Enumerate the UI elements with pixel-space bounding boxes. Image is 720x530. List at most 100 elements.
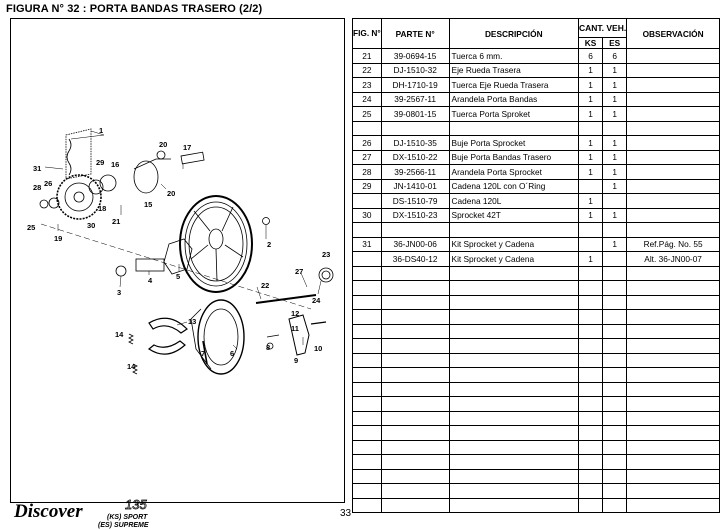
- cell-es: 1: [602, 164, 628, 180]
- cell-obs: [626, 178, 720, 194]
- cell-ks: [577, 323, 604, 339]
- cell-ks: [577, 236, 604, 252]
- cell-es: 1: [602, 207, 628, 223]
- cell-fig: 24: [352, 91, 382, 107]
- callout-label: 19: [54, 234, 62, 243]
- callout-label: 9: [294, 356, 298, 365]
- brake-shoes-drawing: [147, 317, 188, 355]
- cell-desc: Kit Sprocket y Cadena: [448, 236, 579, 252]
- cell-obs: [626, 352, 720, 368]
- cell-es: [602, 222, 628, 238]
- cell-desc: Buje Porta Bandas Trasero: [448, 149, 579, 165]
- cell-parte: 39-2567-11: [380, 91, 450, 107]
- cell-parte: 36-DS40-12: [380, 251, 450, 267]
- callout-label: 28: [33, 183, 41, 192]
- cell-ks: [577, 425, 604, 441]
- cell-es: [602, 251, 628, 267]
- cell-ks: [577, 439, 604, 455]
- cell-parte: [380, 439, 450, 455]
- cell-es: [602, 497, 628, 513]
- cell-desc: [448, 439, 579, 455]
- header-ks: KS: [577, 37, 604, 49]
- cell-ks: 6: [577, 48, 604, 64]
- callout-label: 6: [230, 349, 234, 358]
- cell-es: [602, 468, 628, 484]
- cell-es: [602, 265, 628, 281]
- cell-fig: [352, 222, 382, 238]
- table-row: [352, 338, 720, 354]
- cell-ks: [577, 309, 604, 325]
- header-parte: PARTE N°: [380, 18, 450, 49]
- callout-label: 20: [159, 140, 167, 149]
- logo-word: Discover: [13, 501, 83, 522]
- cell-ks: 1: [577, 106, 604, 122]
- cell-desc: Arandela Porta Bandas: [448, 91, 579, 107]
- cell-desc: Cadena 120L con O´Ring: [448, 178, 579, 194]
- parts-table: FIG. N° PARTE N° DESCRIPCIÓN CANT. VEH. …: [352, 18, 720, 513]
- cell-es: [602, 309, 628, 325]
- cell-fig: 27: [352, 149, 382, 165]
- cell-obs: [626, 62, 720, 78]
- cell-parte: DH-1710-19: [380, 77, 450, 93]
- cell-obs: [626, 439, 720, 455]
- cell-obs: [626, 381, 720, 397]
- cell-desc: [448, 425, 579, 441]
- cell-fig: [352, 352, 382, 368]
- cell-ks: [577, 294, 604, 310]
- callout-label: 5: [176, 272, 180, 281]
- cell-ks: [577, 468, 604, 484]
- cell-obs: [626, 193, 720, 209]
- callout-label: 12: [291, 309, 299, 318]
- cell-parte: [380, 425, 450, 441]
- cell-ks: [577, 396, 604, 412]
- cell-desc: [448, 280, 579, 296]
- cell-desc: Cadena 120L: [448, 193, 579, 209]
- cell-ks: [577, 381, 604, 397]
- cell-es: [602, 338, 628, 354]
- callout-label: 23: [322, 250, 330, 259]
- table-row: [352, 468, 720, 484]
- table-row: [352, 309, 720, 325]
- cell-parte: [380, 338, 450, 354]
- cell-ks: [577, 178, 604, 194]
- cell-es: 1: [602, 236, 628, 252]
- cell-desc: [448, 367, 579, 383]
- cell-ks: [577, 265, 604, 281]
- cell-obs: [626, 323, 720, 339]
- cell-fig: 30: [352, 207, 382, 223]
- cell-es: 1: [602, 91, 628, 107]
- cell-obs: [626, 48, 720, 64]
- callout-label: 11: [291, 324, 299, 333]
- callout-label: 24: [312, 296, 321, 305]
- cell-es: [602, 367, 628, 383]
- callout-label: 14: [115, 330, 124, 339]
- cell-parte: JN-1410-01: [380, 178, 450, 194]
- cell-parte: 39-0694-15: [380, 48, 450, 64]
- cell-es: [602, 381, 628, 397]
- cell-obs: [626, 497, 720, 513]
- cell-obs: [626, 468, 720, 484]
- page-title: FIGURA N° 32 : PORTA BANDAS TRASERO (2/2…: [6, 3, 263, 15]
- cell-desc: [448, 468, 579, 484]
- cell-es: [602, 396, 628, 412]
- cell-parte: [380, 323, 450, 339]
- cell-es: [602, 439, 628, 455]
- table-row: [352, 396, 720, 412]
- cell-es: [602, 120, 628, 136]
- table-row: [352, 425, 720, 441]
- cell-parte: [380, 309, 450, 325]
- cell-desc: [448, 120, 579, 136]
- cell-fig: 26: [352, 135, 382, 151]
- cell-fig: [352, 120, 382, 136]
- cell-ks: [577, 367, 604, 383]
- callout-label: 4: [148, 276, 153, 285]
- callout-label: 26: [44, 179, 52, 188]
- cell-desc: [448, 323, 579, 339]
- brand-logo: Discover 135 (KS) SPORT (ES) SUPREME: [13, 497, 149, 529]
- cell-desc: Sprocket 42T: [448, 207, 579, 223]
- cell-obs: [626, 91, 720, 107]
